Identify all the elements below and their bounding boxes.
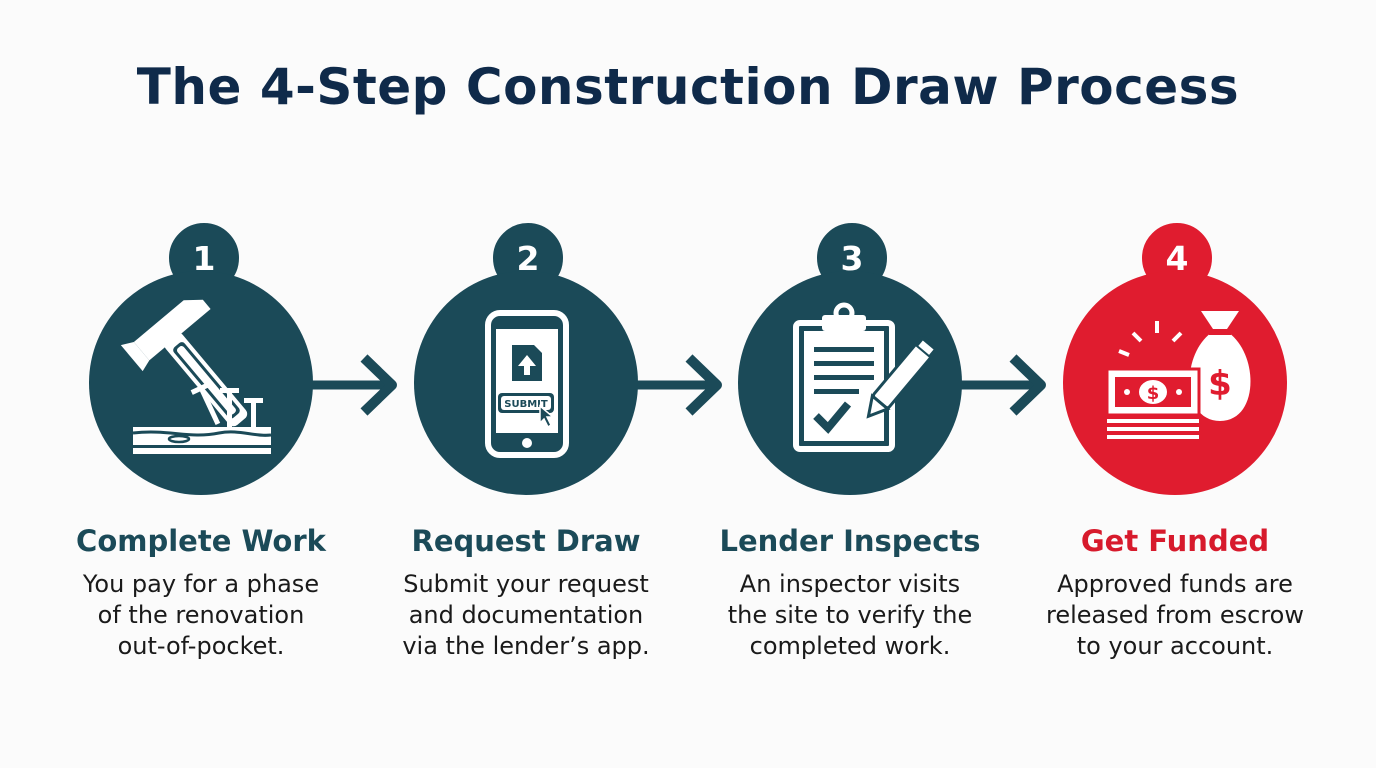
svg-text:$: $ (1208, 364, 1232, 404)
step-description: Submit your request and documentation vi… (361, 569, 691, 662)
phone-submit-icon: SUBMIT (485, 310, 569, 458)
hammer-nails-icon (120, 299, 272, 454)
step-title: Get Funded (1080, 524, 1270, 558)
arrow-right-icon (312, 354, 397, 416)
step-description: Approved funds are released from escrow … (1010, 569, 1340, 662)
step-circle: SUBMIT (414, 271, 638, 495)
description-line: released from escrow (1046, 601, 1304, 629)
step-description: An inspector visits the site to verify t… (685, 569, 1015, 662)
description-line: and documentation (408, 601, 644, 629)
arrow-right-icon (961, 354, 1046, 416)
arrow-right-icon (637, 354, 722, 416)
step-circle (738, 271, 962, 495)
description-line: out-of-pocket. (117, 632, 285, 660)
description-line: An inspector visits (739, 570, 961, 598)
step-title: Complete Work (76, 524, 326, 558)
step-description: You pay for a phase of the renovation ou… (36, 569, 366, 662)
clipboard-check-icon (793, 302, 939, 452)
step-title: Lender Inspects (719, 524, 981, 558)
svg-text:$: $ (1147, 383, 1160, 404)
submit-button-label: SUBMIT (504, 399, 548, 410)
description-line: Submit your request (403, 570, 649, 598)
step-circle (89, 271, 313, 495)
description-line: the site to verify the (727, 601, 973, 629)
description-line: to your account. (1076, 632, 1274, 660)
description-line: via the lender’s app. (402, 632, 650, 660)
step-circle: $ $ (1063, 271, 1287, 495)
description-line: Approved funds are (1057, 570, 1293, 598)
step-title: Request Draw (411, 524, 641, 558)
description-line: You pay for a phase (82, 570, 320, 598)
description-line: of the renovation (97, 601, 305, 629)
page-title: The 4-Step Construction Draw Process (136, 58, 1240, 116)
description-line: completed work. (749, 632, 951, 660)
money-bag-icon: $ $ (1105, 311, 1251, 439)
